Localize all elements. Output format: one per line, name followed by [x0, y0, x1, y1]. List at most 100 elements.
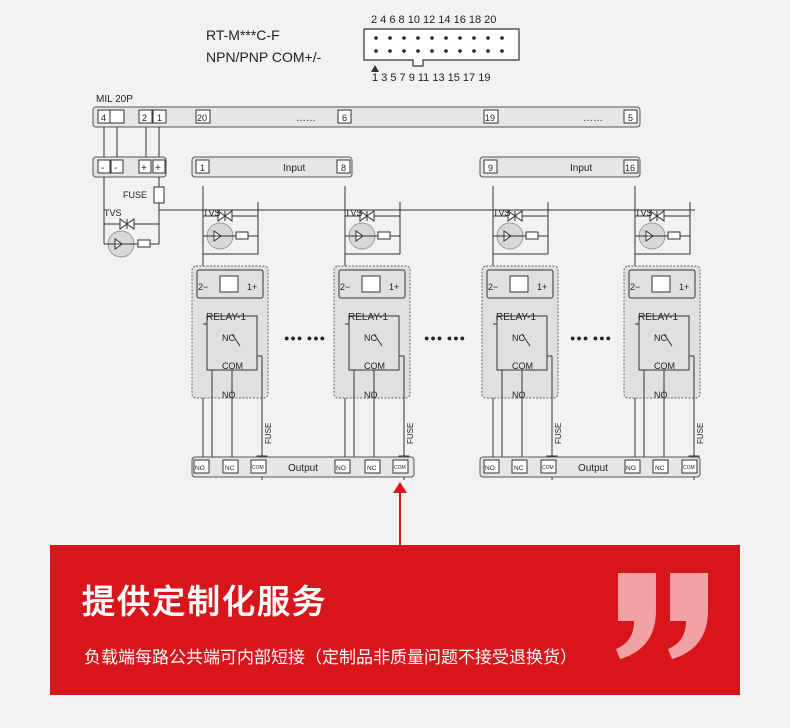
relay-channel-4: TVS 2− 1+ RELAY-1 NC COM NO FUSE	[623, 185, 705, 481]
mil-pin-2: 2	[138, 109, 153, 124]
terminal-minus-2: -	[110, 159, 124, 174]
diagram-canvas: RT-M***C-F NPN/PNP COM+/- 2 4 6 8 10 12 …	[92, 14, 705, 481]
connector-pin-dot	[416, 49, 420, 53]
svg-text:COM: COM	[683, 465, 695, 471]
svg-text:+: +	[155, 163, 161, 174]
svg-text:16: 16	[625, 163, 635, 173]
svg-text:TVS: TVS	[203, 208, 221, 218]
banner-title: 提供定制化服务	[82, 582, 327, 621]
connector-pin-dot	[500, 49, 504, 53]
svg-text:COM: COM	[394, 465, 406, 471]
mil-pin-19: 19	[483, 109, 499, 124]
connector-pin-dot	[458, 36, 462, 40]
svg-text:RELAY-1: RELAY-1	[496, 312, 536, 323]
svg-text:9: 9	[488, 163, 493, 173]
mil-connector-bar	[92, 106, 641, 128]
output-block-left: NO NC COM Output NO NC COM	[191, 456, 415, 478]
svg-text:NO: NO	[512, 390, 526, 400]
svg-text:4: 4	[101, 113, 106, 123]
type-text: NPN/PNP COM+/-	[206, 49, 322, 65]
svg-text:2−: 2−	[488, 282, 498, 292]
svg-text:RELAY-1: RELAY-1	[348, 312, 388, 323]
connector-pin-dot	[430, 49, 434, 53]
svg-text:2−: 2−	[198, 282, 208, 292]
connector-pin-dot	[402, 36, 406, 40]
power-resistor-icon	[137, 239, 151, 248]
svg-text:6: 6	[342, 113, 347, 123]
relay-channel-2: TVS 2− 1+ RELAY-1 NC COM NO FUSE	[333, 185, 415, 481]
terminal-plus-2: +	[152, 159, 166, 174]
svg-text:NO: NO	[195, 465, 205, 472]
svg-text:NC: NC	[225, 465, 235, 472]
mil-pin-1: 1	[152, 109, 167, 124]
power-tvs-diode-icon	[119, 218, 135, 230]
output-block-right: NO NC COM Output NO NC COM	[479, 456, 701, 478]
banner-subtitle: 负载端每路公共端可内部短接（定制品非质量问题不接受退换货）	[84, 648, 577, 668]
svg-text:TVS: TVS	[635, 208, 653, 218]
quote-mark-icon	[616, 573, 708, 659]
svg-text:TVS: TVS	[493, 208, 511, 218]
svg-text:2−: 2−	[630, 282, 640, 292]
svg-text:NO: NO	[364, 390, 378, 400]
svg-text:NC: NC	[655, 465, 665, 472]
mil-pin-6: 6	[337, 109, 352, 124]
connector-pin-dot	[430, 36, 434, 40]
svg-text:Input: Input	[283, 163, 305, 174]
svg-text:FUSE: FUSE	[696, 423, 705, 444]
main-fuse-label: FUSE	[123, 190, 147, 200]
svg-text:RELAY-1: RELAY-1	[638, 312, 678, 323]
connector-pin-dot	[374, 36, 378, 40]
svg-text:NO: NO	[336, 465, 346, 472]
input-block-left: 1 Input 8	[191, 156, 353, 178]
power-tvs-label: TVS	[104, 208, 122, 218]
connector-pin-dot	[444, 49, 448, 53]
svg-text:NC: NC	[367, 465, 377, 472]
connector-pin-dot	[444, 36, 448, 40]
svg-text:COM: COM	[654, 361, 675, 371]
connector-pin-dot	[374, 49, 378, 53]
terminal-minus-1: -	[97, 159, 111, 174]
custom-service-banner: 提供定制化服务 负载端每路公共端可内部短接（定制品非质量问题不接受退换货）	[50, 545, 740, 695]
mil-pin-5: 5	[623, 109, 638, 124]
pointer-arrow-icon	[393, 482, 407, 493]
mil-pin-20: 20	[195, 109, 211, 124]
svg-text:2−: 2−	[340, 282, 350, 292]
svg-text:COM: COM	[542, 465, 554, 471]
connector-header-graphic	[363, 28, 520, 72]
mil-label: MIL 20P	[96, 94, 133, 105]
svg-text:NC: NC	[514, 465, 524, 472]
mil-dots-2: ……	[583, 113, 603, 124]
connector-pin-dot	[458, 49, 462, 53]
svg-text:5: 5	[628, 113, 633, 123]
relay-ellipsis-1: ●●● ●●●	[284, 333, 326, 343]
svg-text:1+: 1+	[537, 282, 547, 292]
pointer-stem	[399, 490, 401, 548]
pins-bottom-text: 1 3 5 7 9 11 13 15 17 19	[372, 72, 490, 84]
svg-text:Input: Input	[570, 163, 592, 174]
svg-text:20: 20	[197, 113, 207, 123]
svg-text:NO: NO	[626, 465, 636, 472]
svg-text:NC: NC	[364, 333, 377, 343]
svg-text:1+: 1+	[247, 282, 257, 292]
terminal-plus-1: +	[138, 159, 152, 174]
connector-pin-dot	[402, 49, 406, 53]
svg-text:RELAY-1: RELAY-1	[206, 312, 246, 323]
model-text: RT-M***C-F	[206, 27, 280, 43]
relay-channel-3: TVS 2− 1+ RELAY-1 NC COM NO FUSE	[481, 185, 563, 481]
connector-pin-dot	[388, 49, 392, 53]
svg-text:+: +	[141, 163, 147, 174]
svg-text:COM: COM	[252, 465, 264, 471]
svg-text:FUSE: FUSE	[406, 423, 415, 444]
svg-text:1+: 1+	[389, 282, 399, 292]
svg-text:-: -	[114, 163, 117, 174]
svg-text:NO: NO	[222, 390, 236, 400]
relay-ellipsis-3: ●●● ●●●	[570, 333, 612, 343]
connector-pin-dot	[388, 36, 392, 40]
input-block-right: 9 Input 16	[479, 156, 641, 178]
main-fuse	[153, 186, 165, 204]
svg-text:1: 1	[200, 163, 205, 173]
svg-text:COM: COM	[222, 361, 243, 371]
svg-text:Output: Output	[288, 463, 318, 474]
connector-pin-dot	[486, 49, 490, 53]
mil-dots-1: ……	[296, 113, 316, 124]
